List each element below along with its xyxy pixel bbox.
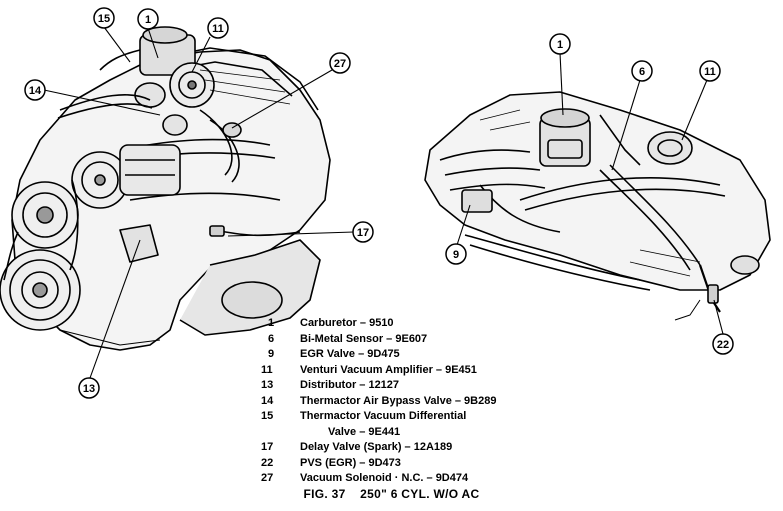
callout-left-17: 17 <box>352 221 374 243</box>
legend-number: 14 <box>261 394 274 407</box>
legend-label: Thermactor Vacuum Differential <box>300 410 467 422</box>
callout-left-1: 1 <box>137 8 159 30</box>
legend-row: 1 Carburetor – 9510 <box>258 316 496 332</box>
legend-label: Carburetor – 9510 <box>300 317 394 329</box>
svg-text:27: 27 <box>334 58 346 70</box>
legend-number: 22 <box>261 456 274 469</box>
legend-label: PVS (EGR) – 9D473 <box>300 456 401 469</box>
svg-text:1: 1 <box>145 14 151 26</box>
legend-label: Distributor – 12127 <box>300 379 400 391</box>
svg-text:13: 13 <box>83 383 95 395</box>
legend-number: 13 <box>261 379 274 391</box>
callout-left-11: 11 <box>207 17 229 39</box>
legend-label: Venturi Vacuum Amplifier – 9E451 <box>300 363 477 376</box>
callout-right-1: 1 <box>549 33 571 55</box>
svg-text:14: 14 <box>29 85 42 97</box>
callout-right-6: 6 <box>631 60 653 82</box>
legend-label: Bi-Metal Sensor – 9E607 <box>300 332 428 345</box>
callout-right-22: 22 <box>712 333 734 355</box>
svg-text:9: 9 <box>453 249 459 261</box>
legend-label-continuation: Valve – 9E441 <box>328 425 401 438</box>
svg-text:17: 17 <box>357 227 369 239</box>
legend-number: 6 <box>268 332 275 345</box>
legend-row: 13 Distributor – 12127 <box>258 378 496 394</box>
parts-legend: 1 Carburetor – 9510 6 Bi-Metal Sensor – … <box>258 316 496 487</box>
svg-text:6: 6 <box>639 66 645 78</box>
left-engine-illustration <box>0 26 331 351</box>
legend-row-continuation: Valve – 9E441 <box>258 425 496 441</box>
legend-row: 22 PVS (EGR) – 9D473 <box>258 456 496 472</box>
callout-left-15: 15 <box>93 7 115 29</box>
right-engine-illustration <box>424 91 771 321</box>
figure-caption: FIG. 37 250" 6 CYL. W/O AC <box>303 487 480 501</box>
legend-row: 9 EGR Valve – 9D475 <box>258 347 496 363</box>
callout-left-13: 13 <box>78 377 100 399</box>
svg-text:11: 11 <box>704 66 716 78</box>
legend-label: EGR Valve – 9D475 <box>300 348 400 360</box>
svg-text:1: 1 <box>557 39 563 51</box>
legend-number: 27 <box>261 472 274 484</box>
legend-number: 9 <box>268 348 275 360</box>
legend-number: 17 <box>261 441 274 453</box>
legend-row: 27 Vacuum Solenoid · N.C. – 9D474 <box>258 471 496 487</box>
callout-left-27: 27 <box>329 52 351 74</box>
legend-row: 17 Delay Valve (Spark) – 12A189 <box>258 440 496 456</box>
legend-number: 11 <box>261 363 273 376</box>
leader-lines <box>43 26 724 379</box>
callout-circles: 15 1 11 27 14 17 <box>24 7 734 399</box>
svg-text:15: 15 <box>98 13 110 25</box>
legend-label: Thermactor Air Bypass Valve – 9B289 <box>300 394 497 407</box>
callout-right-11: 11 <box>699 60 721 82</box>
legend-row: 6 Bi-Metal Sensor – 9E607 <box>258 332 496 348</box>
legend-row: 15 Thermactor Vacuum Differential <box>258 409 496 425</box>
callout-right-9: 9 <box>445 243 467 265</box>
legend-number: 1 <box>268 317 275 329</box>
legend-label: Delay Valve (Spark) – 12A189 <box>300 441 453 453</box>
legend-label: Vacuum Solenoid · N.C. – 9D474 <box>300 472 469 484</box>
legend-row: 11 Venturi Vacuum Amplifier – 9E451 <box>258 363 496 379</box>
callout-left-14: 14 <box>24 79 46 101</box>
legend-number: 15 <box>261 410 274 422</box>
legend-row: 14 Thermactor Air Bypass Valve – 9B289 <box>258 394 496 410</box>
svg-text:22: 22 <box>717 339 729 351</box>
svg-text:11: 11 <box>212 23 224 35</box>
